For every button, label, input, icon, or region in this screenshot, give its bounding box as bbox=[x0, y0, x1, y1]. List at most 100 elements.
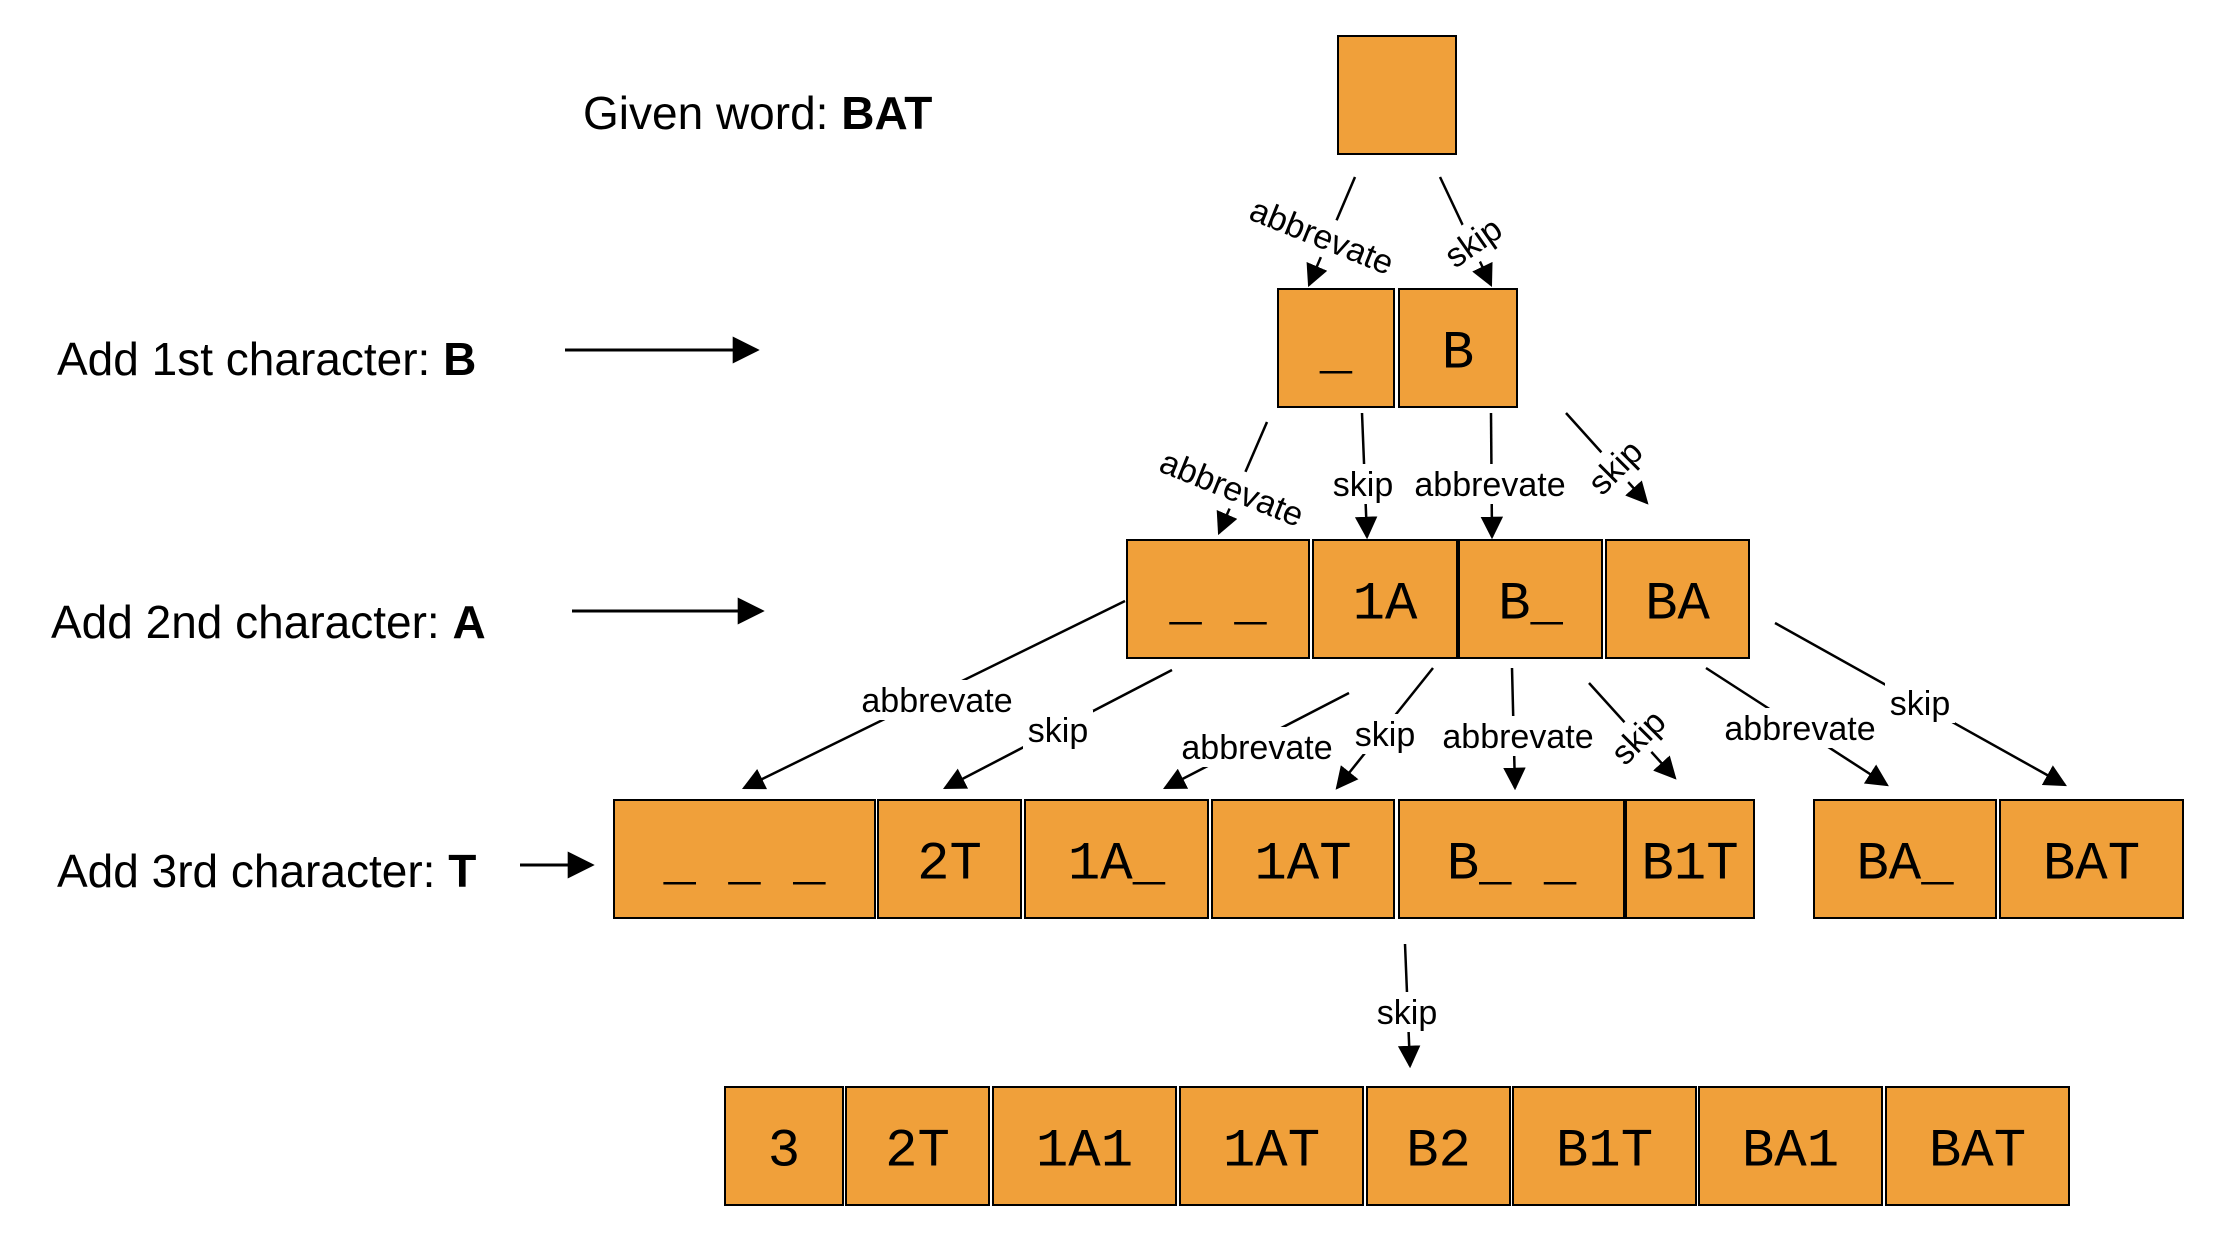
given-word-label: Given word: BAT bbox=[583, 87, 932, 139]
tree-node-l4-2: 1A1 bbox=[992, 1086, 1177, 1206]
edge-label-bg bbox=[847, 680, 1027, 720]
tree-node-l2-0: _ _ bbox=[1126, 539, 1310, 659]
node-label: B_ _ bbox=[1447, 834, 1577, 895]
node-box bbox=[1625, 799, 1755, 919]
edge-label-abbreviate: abbrevate bbox=[1724, 710, 1875, 748]
tree-node-l4-4: B2 bbox=[1366, 1086, 1511, 1206]
node-box bbox=[1999, 799, 2184, 919]
tree-node-l3-4: B_ _ bbox=[1398, 799, 1625, 919]
node-box bbox=[1398, 288, 1518, 408]
tree-node-l3-5: B1T bbox=[1625, 799, 1755, 919]
tree-node-l4-1: 2T bbox=[845, 1086, 990, 1206]
node-box bbox=[992, 1086, 1177, 1206]
edge-label-abbreviate: abbrevate bbox=[861, 682, 1012, 720]
edge-label-bg bbox=[1023, 710, 1093, 750]
node-box bbox=[1512, 1086, 1697, 1206]
step-label-3: Add 3rd character: T bbox=[57, 845, 476, 897]
node-label: BAT bbox=[1929, 1121, 2026, 1182]
node-label: 2T bbox=[917, 834, 982, 895]
node-label: B1T bbox=[1556, 1121, 1653, 1182]
tree-node-l4-7: BAT bbox=[1885, 1086, 2070, 1206]
node-box bbox=[1605, 539, 1750, 659]
node-box bbox=[613, 799, 876, 919]
node-box bbox=[1179, 1086, 1364, 1206]
tree-node-l0-0 bbox=[1337, 35, 1457, 155]
edge-label-bg bbox=[1428, 716, 1608, 756]
node-label: _ _ _ bbox=[662, 834, 826, 895]
edge-label-bg bbox=[1710, 708, 1890, 748]
edge-label-bg bbox=[1432, 205, 1514, 279]
tree-node-l4-5: B1T bbox=[1512, 1086, 1697, 1206]
step-label-2: Add 2nd character: A bbox=[51, 596, 486, 648]
node-box bbox=[1337, 35, 1457, 155]
step-label-1: Add 1st character: B bbox=[57, 333, 476, 385]
edge-label-bg bbox=[1576, 428, 1654, 506]
edge-label-bg bbox=[1350, 714, 1420, 754]
edge-label-bg bbox=[1400, 464, 1580, 504]
node-label: 1AT bbox=[1223, 1121, 1320, 1182]
node-label: BA1 bbox=[1742, 1121, 1839, 1182]
tree-node-l3-1: 2T bbox=[877, 799, 1022, 919]
node-label: B_ bbox=[1498, 574, 1563, 635]
edge-label-bg bbox=[1885, 683, 1955, 723]
tree-node-l3-2: 1A_ bbox=[1024, 799, 1209, 919]
edge-label-skip: skip bbox=[1355, 716, 1415, 754]
tree-node-l3-6: BA_ bbox=[1813, 799, 1997, 919]
tree-node-l1-1: B bbox=[1398, 288, 1518, 408]
node-label: BAT bbox=[2043, 834, 2140, 895]
node-label: 2T bbox=[885, 1121, 950, 1182]
node-box bbox=[1813, 799, 1997, 919]
edge-label-skip: skip bbox=[1028, 712, 1088, 750]
node-label: B2 bbox=[1406, 1121, 1471, 1182]
edge-label-skip: skip bbox=[1333, 466, 1393, 504]
edge-label-bg bbox=[1231, 183, 1413, 289]
edge-label-bg bbox=[1372, 992, 1442, 1032]
edge-label-bg bbox=[1599, 698, 1677, 776]
node-label: _ bbox=[1319, 323, 1353, 384]
edge-label-bg bbox=[1167, 727, 1347, 767]
node-label: BA_ bbox=[1856, 834, 1954, 895]
edge-label-skip: skip bbox=[1890, 685, 1950, 723]
tree-node-l2-1: 1A bbox=[1312, 539, 1458, 659]
tree-node-l2-2: B_ bbox=[1458, 539, 1603, 659]
tree-node-l1-0: _ bbox=[1277, 288, 1395, 408]
node-box bbox=[1698, 1086, 1883, 1206]
node-box bbox=[1885, 1086, 2070, 1206]
tree-node-l4-6: BA1 bbox=[1698, 1086, 1883, 1206]
node-label: B1T bbox=[1641, 834, 1738, 895]
node-box bbox=[724, 1086, 844, 1206]
node-box bbox=[1458, 539, 1603, 659]
node-label: 1A1 bbox=[1036, 1121, 1133, 1182]
node-label: 1AT bbox=[1254, 834, 1351, 895]
node-label: 1A_ bbox=[1068, 834, 1166, 895]
node-box bbox=[1312, 539, 1458, 659]
node-box bbox=[1211, 799, 1395, 919]
node-label: B bbox=[1442, 323, 1474, 384]
node-label: 1A bbox=[1353, 574, 1418, 635]
node-box bbox=[877, 799, 1022, 919]
edge-label-bg bbox=[1328, 464, 1398, 504]
tree-node-l2-3: BA bbox=[1605, 539, 1750, 659]
node-box bbox=[845, 1086, 990, 1206]
tree-node-l3-7: BAT bbox=[1999, 799, 2184, 919]
node-box bbox=[1024, 799, 1209, 919]
edge-label-abbreviate: abbrevate bbox=[1181, 729, 1332, 767]
edge-label-skip: skip bbox=[1377, 994, 1437, 1032]
edge-label-bg bbox=[1141, 435, 1323, 541]
node-box bbox=[1126, 539, 1310, 659]
edge-label-abbreviate: abbrevate bbox=[1442, 718, 1593, 756]
node-box bbox=[1398, 799, 1625, 919]
node-label: 3 bbox=[768, 1121, 800, 1182]
node-box bbox=[1277, 288, 1395, 408]
step-arrows bbox=[520, 336, 765, 879]
tree-node-l3-0: _ _ _ bbox=[613, 799, 876, 919]
node-box bbox=[1366, 1086, 1511, 1206]
edge-label-abbreviate: abbrevate bbox=[1414, 466, 1565, 504]
node-label: _ _ bbox=[1168, 574, 1267, 635]
node-label: BA bbox=[1645, 574, 1710, 635]
tree-node-l4-0: 3 bbox=[724, 1086, 844, 1206]
tree-node-l4-3: 1AT bbox=[1179, 1086, 1364, 1206]
